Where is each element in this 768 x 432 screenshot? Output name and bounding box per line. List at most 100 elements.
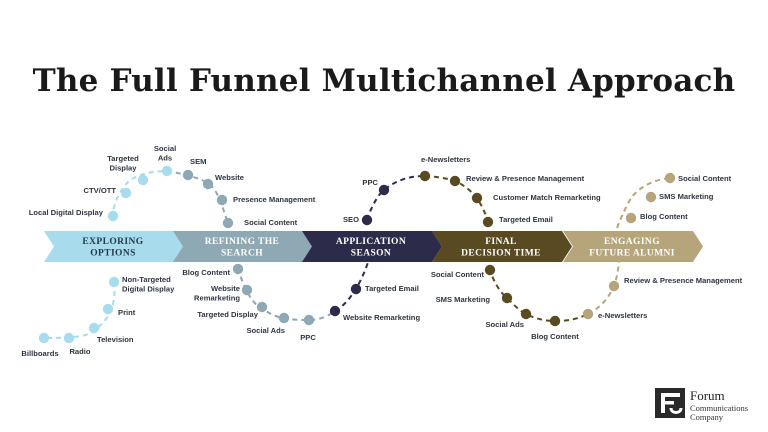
channel-dot xyxy=(378,184,390,196)
funnel-band: EXPLORING OPTIONS REFINING THE SEARCH APPLIC… xyxy=(44,231,703,262)
stage-chevron xyxy=(432,231,572,262)
channel-label: SEM xyxy=(190,157,206,166)
channel-dot xyxy=(241,284,253,296)
stage-label-line-2: FUTURE ALUMNI xyxy=(589,249,675,259)
channel-label: e-Newsletters xyxy=(421,155,470,164)
channel-label: e-Newsletters xyxy=(598,311,647,320)
channel-label: Social Content xyxy=(431,270,485,279)
channel-label: SMS Marketing xyxy=(659,192,714,201)
channel-label: Presence Management xyxy=(233,195,316,204)
stage-label-line-1: REFINING THE xyxy=(205,237,280,247)
path-alumni-top xyxy=(616,177,671,229)
channel-dot xyxy=(202,178,214,190)
channel-label: Targeted Email xyxy=(499,215,553,224)
channel-dot xyxy=(222,217,234,229)
path-refining-bottom xyxy=(237,267,336,322)
channel-dot xyxy=(419,170,431,182)
stage-label-line-1: APPLICATION xyxy=(336,237,406,247)
path-exploring-top xyxy=(111,170,168,219)
channel-label: Local Digital Display xyxy=(29,208,104,217)
channel-label: Television xyxy=(97,335,134,344)
channel-dot xyxy=(120,187,132,199)
stage-chevron xyxy=(563,231,703,262)
logo-line-1: Communications xyxy=(690,403,749,413)
channel-dot xyxy=(102,303,114,315)
channel-label: Billboards xyxy=(21,349,58,358)
stage-label-line-2: OPTIONS xyxy=(90,249,136,259)
page-title: The Full Funnel Multichannel Approach xyxy=(32,63,736,99)
channel-dot xyxy=(232,263,244,275)
channel-dot xyxy=(350,283,362,295)
path-exploring-bottom xyxy=(43,281,116,339)
channel-label: Targeted Email xyxy=(365,284,419,293)
channel-dot xyxy=(303,314,315,326)
channel-label: Website Remarketing xyxy=(343,313,420,322)
channel-dot xyxy=(449,175,461,187)
channel-dot xyxy=(63,332,75,344)
stage-chevron xyxy=(44,231,184,262)
channel-label: Blog Content xyxy=(182,268,230,277)
channel-label: Social Ads xyxy=(485,320,524,329)
forum-logo-icon xyxy=(655,388,685,418)
channel-label: Radio xyxy=(69,347,90,356)
channel-dot xyxy=(608,280,620,292)
channel-label: Review & Presence Management xyxy=(624,276,743,285)
stage-label-line-1: FINAL xyxy=(485,237,517,247)
channel-label: Print xyxy=(118,308,136,317)
channel-dots xyxy=(38,165,676,344)
channel-label: PPC xyxy=(300,333,316,342)
logo-name: Forum xyxy=(690,388,725,403)
channel-dot xyxy=(38,332,50,344)
channel-dot xyxy=(107,210,119,222)
channel-dot xyxy=(88,322,100,334)
channel-label: PPC xyxy=(362,178,378,187)
channel-dot xyxy=(484,264,496,276)
stage-label-line-2: SEARCH xyxy=(221,249,263,259)
channel-dot xyxy=(582,308,594,320)
channel-dot xyxy=(137,174,149,186)
channel-dot xyxy=(182,169,194,181)
path-application-top xyxy=(366,175,426,221)
stage-label-line-1: ENGAGING xyxy=(604,237,660,247)
channel-label: Social Ads xyxy=(246,326,285,335)
channel-dot xyxy=(329,305,341,317)
channel-dot xyxy=(664,172,676,184)
channel-label: Website xyxy=(215,173,244,182)
stage-label-line-2: DECISION TIME xyxy=(461,249,541,259)
path-decision-top xyxy=(424,175,489,224)
channel-dot xyxy=(549,315,561,327)
path-refining-top xyxy=(166,170,229,225)
channel-dot xyxy=(216,194,228,206)
channel-dot xyxy=(361,214,373,226)
path-decision-bottom xyxy=(489,267,589,323)
channel-label: Customer Match Remarketing xyxy=(493,193,601,202)
channel-dot xyxy=(161,165,173,177)
channel-label: Social Content xyxy=(244,218,298,227)
channel-dot xyxy=(256,301,268,313)
channel-dot xyxy=(108,276,120,288)
channel-dot xyxy=(501,292,513,304)
channel-label: SMS Marketing xyxy=(436,295,491,304)
stage-label-line-2: SEASON xyxy=(351,249,391,259)
channel-dot xyxy=(482,216,494,228)
channel-label: Social Content xyxy=(678,174,732,183)
company-logo: Forum Communications Company xyxy=(655,388,755,422)
channel-label: Targeted Display xyxy=(197,310,258,319)
channel-dot xyxy=(471,192,483,204)
stage-label-line-1: EXPLORING xyxy=(82,237,143,247)
channel-label: Review & Presence Management xyxy=(466,174,585,183)
stage-chevron xyxy=(302,231,442,262)
channel-dot xyxy=(645,191,657,203)
channel-dot xyxy=(520,308,532,320)
logo-line-2: Company xyxy=(690,412,724,422)
stage-chevron xyxy=(173,231,313,262)
channel-label: SEO xyxy=(343,215,359,224)
channel-label: CTV/OTT xyxy=(84,186,117,195)
channel-label: Blog Content xyxy=(640,212,688,221)
channel-dot xyxy=(625,212,637,224)
